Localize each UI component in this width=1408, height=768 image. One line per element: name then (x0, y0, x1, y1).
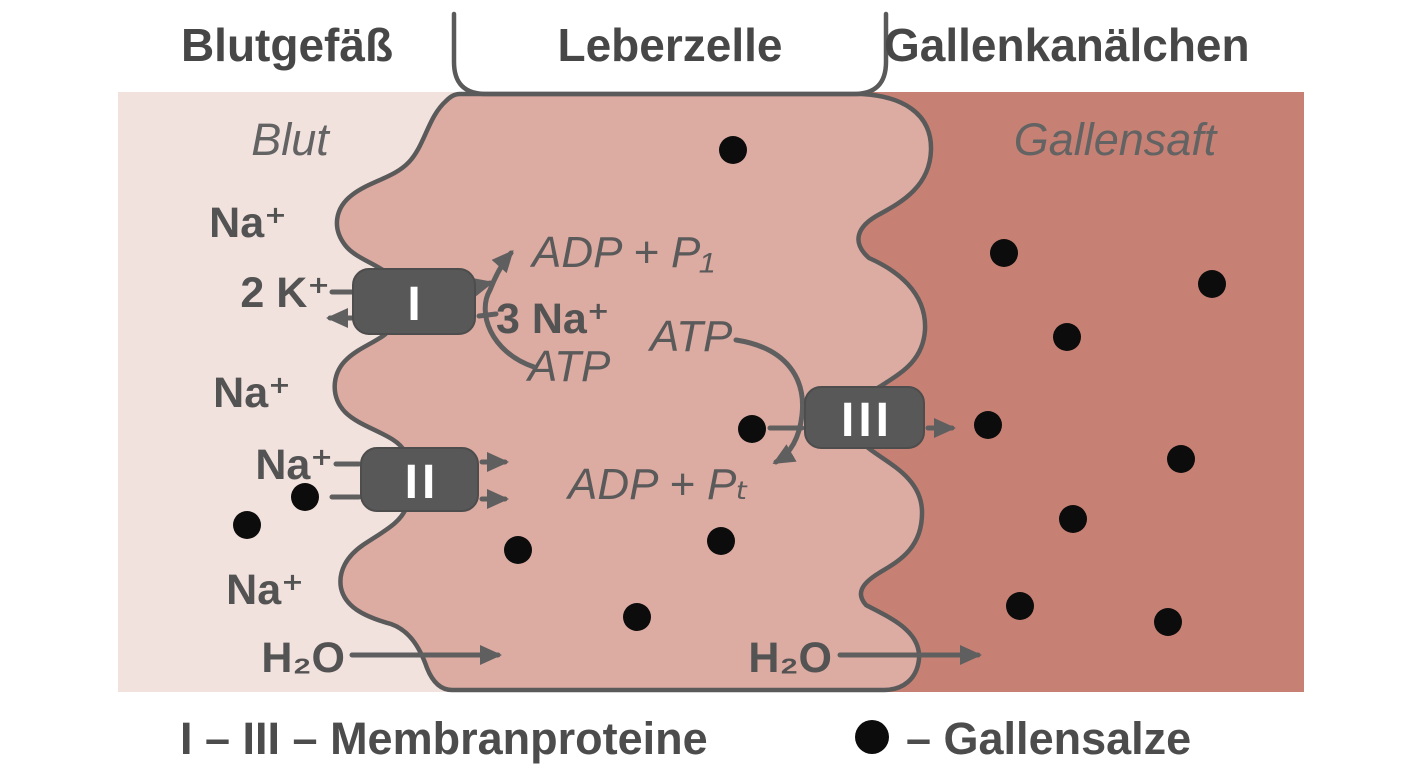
molecule-3na: 3 Na⁺ (496, 295, 610, 343)
molecule-adp-p1: ADP + P₁ (529, 228, 714, 277)
molecule-na-4: Na⁺ (226, 566, 304, 614)
molecule-atp-2: ATP (647, 312, 733, 361)
molecule-h2o-left: H₂O (261, 634, 345, 682)
protein-iii-label: III (841, 394, 893, 447)
gallensalz-dot (1167, 445, 1195, 473)
gallensalz-dot (504, 536, 532, 564)
gallensalz-dot (738, 415, 766, 443)
molecule-adp-pt: ADP + Pₜ (565, 460, 749, 509)
molecule-h2o-right: H₂O (748, 634, 832, 682)
molecule-na-2: Na⁺ (213, 369, 291, 417)
protein-ii-box (360, 447, 479, 512)
gallensalz-dot (1198, 270, 1226, 298)
legend-bile-salts: – Gallensalze (906, 713, 1191, 764)
legend-salt-dot (855, 720, 889, 754)
gallensalz-dot (974, 411, 1002, 439)
molecule-atp-1: ATP (525, 342, 611, 391)
na3-tick (476, 311, 499, 319)
gallensalz-dot (623, 603, 651, 631)
gallensalz-dot (1006, 592, 1034, 620)
legend-membrane-proteins: I – III – Membranproteine (180, 713, 708, 764)
gallensalz-dot (1053, 323, 1081, 351)
blood-label: Blut (251, 114, 331, 165)
gallensalz-dot (233, 511, 261, 539)
protein-i-box (352, 268, 476, 335)
bile-salt-dots-blood (233, 483, 319, 539)
gallensalz-dot (990, 239, 1018, 267)
bile-salt-dots-cell (504, 136, 766, 631)
atp-hydrolysis-arrow-2 (733, 337, 806, 465)
molecule-na-3: Na⁺ (255, 441, 333, 489)
bile-label: Gallensaft (1014, 114, 1219, 165)
gallensalz-dot (707, 527, 735, 555)
protein-ii-label: II (405, 456, 440, 509)
header-bracket (451, 11, 889, 97)
bile-salt-dots-bile (974, 239, 1226, 636)
atp-hydrolysis-arrow-1 (482, 249, 537, 370)
k-into-cell-arrow (470, 277, 494, 298)
gallensalz-dot (719, 136, 747, 164)
protein-i-label: I (407, 278, 424, 331)
header-gallenkanaelchen: Gallenkanälchen (884, 19, 1250, 71)
liver-cell-body (332, 91, 934, 693)
header-leberzelle: Leberzelle (558, 19, 783, 71)
gallensalz-dot (1154, 608, 1182, 636)
gallensalz-dot (1059, 505, 1087, 533)
gallensalz-dot (291, 483, 319, 511)
protein-iii-box (804, 386, 925, 449)
header-blutgefaess: Blutgefäß (181, 19, 393, 71)
molecule-2k: 2 K⁺ (240, 269, 330, 317)
molecule-na-1: Na⁺ (209, 199, 287, 247)
